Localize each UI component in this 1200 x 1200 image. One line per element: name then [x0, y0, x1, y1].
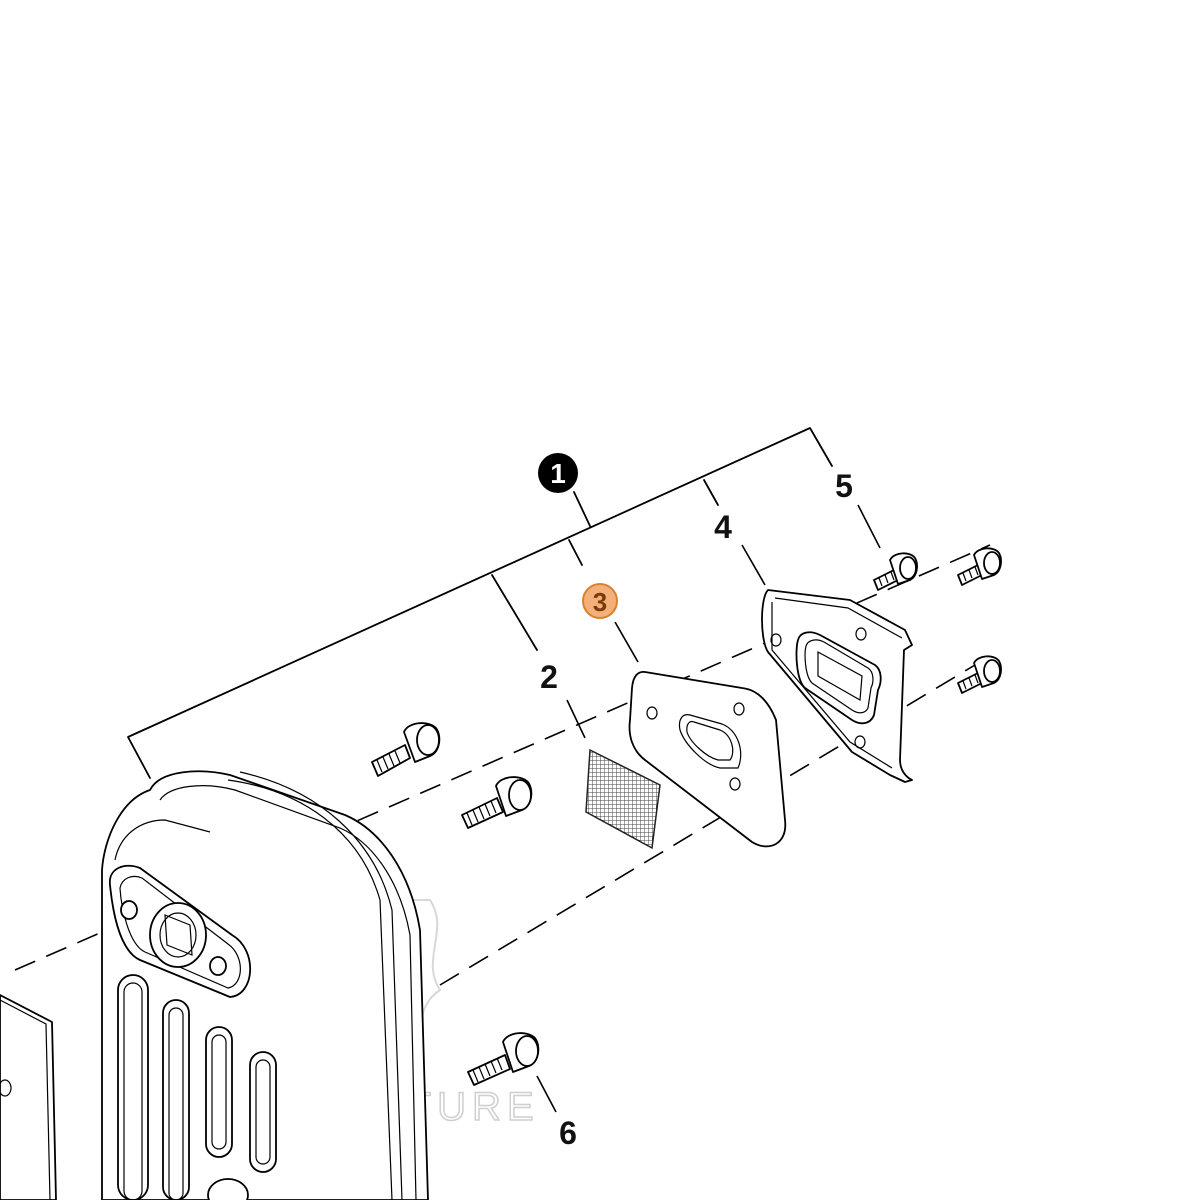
muffler	[101, 770, 429, 1200]
screw-short-2	[957, 547, 1002, 586]
screw-long-2	[461, 776, 533, 829]
gasket	[628, 671, 787, 848]
assembly-bracket	[127, 427, 833, 779]
callout-2-label[interactable]: 2	[540, 659, 558, 695]
engine-flange	[0, 994, 57, 1200]
screw-long-3	[467, 1032, 540, 1086]
screw-short-1	[873, 552, 918, 591]
screw-short-3	[957, 655, 1002, 694]
screw-long-1	[371, 722, 441, 777]
callout-3-badge[interactable]: 3	[582, 583, 618, 619]
callout-5-label[interactable]: 5	[835, 468, 853, 504]
callout-1-badge[interactable]: 1	[538, 453, 578, 493]
deflector-plate	[761, 589, 913, 783]
leader-lines	[536, 504, 881, 1113]
callout-3-label: 3	[593, 587, 607, 617]
callout-6-label[interactable]: 6	[559, 1115, 577, 1151]
callout-4-label[interactable]: 4	[714, 509, 732, 545]
callout-1-label: 1	[550, 458, 566, 489]
screen-mesh	[585, 748, 661, 850]
